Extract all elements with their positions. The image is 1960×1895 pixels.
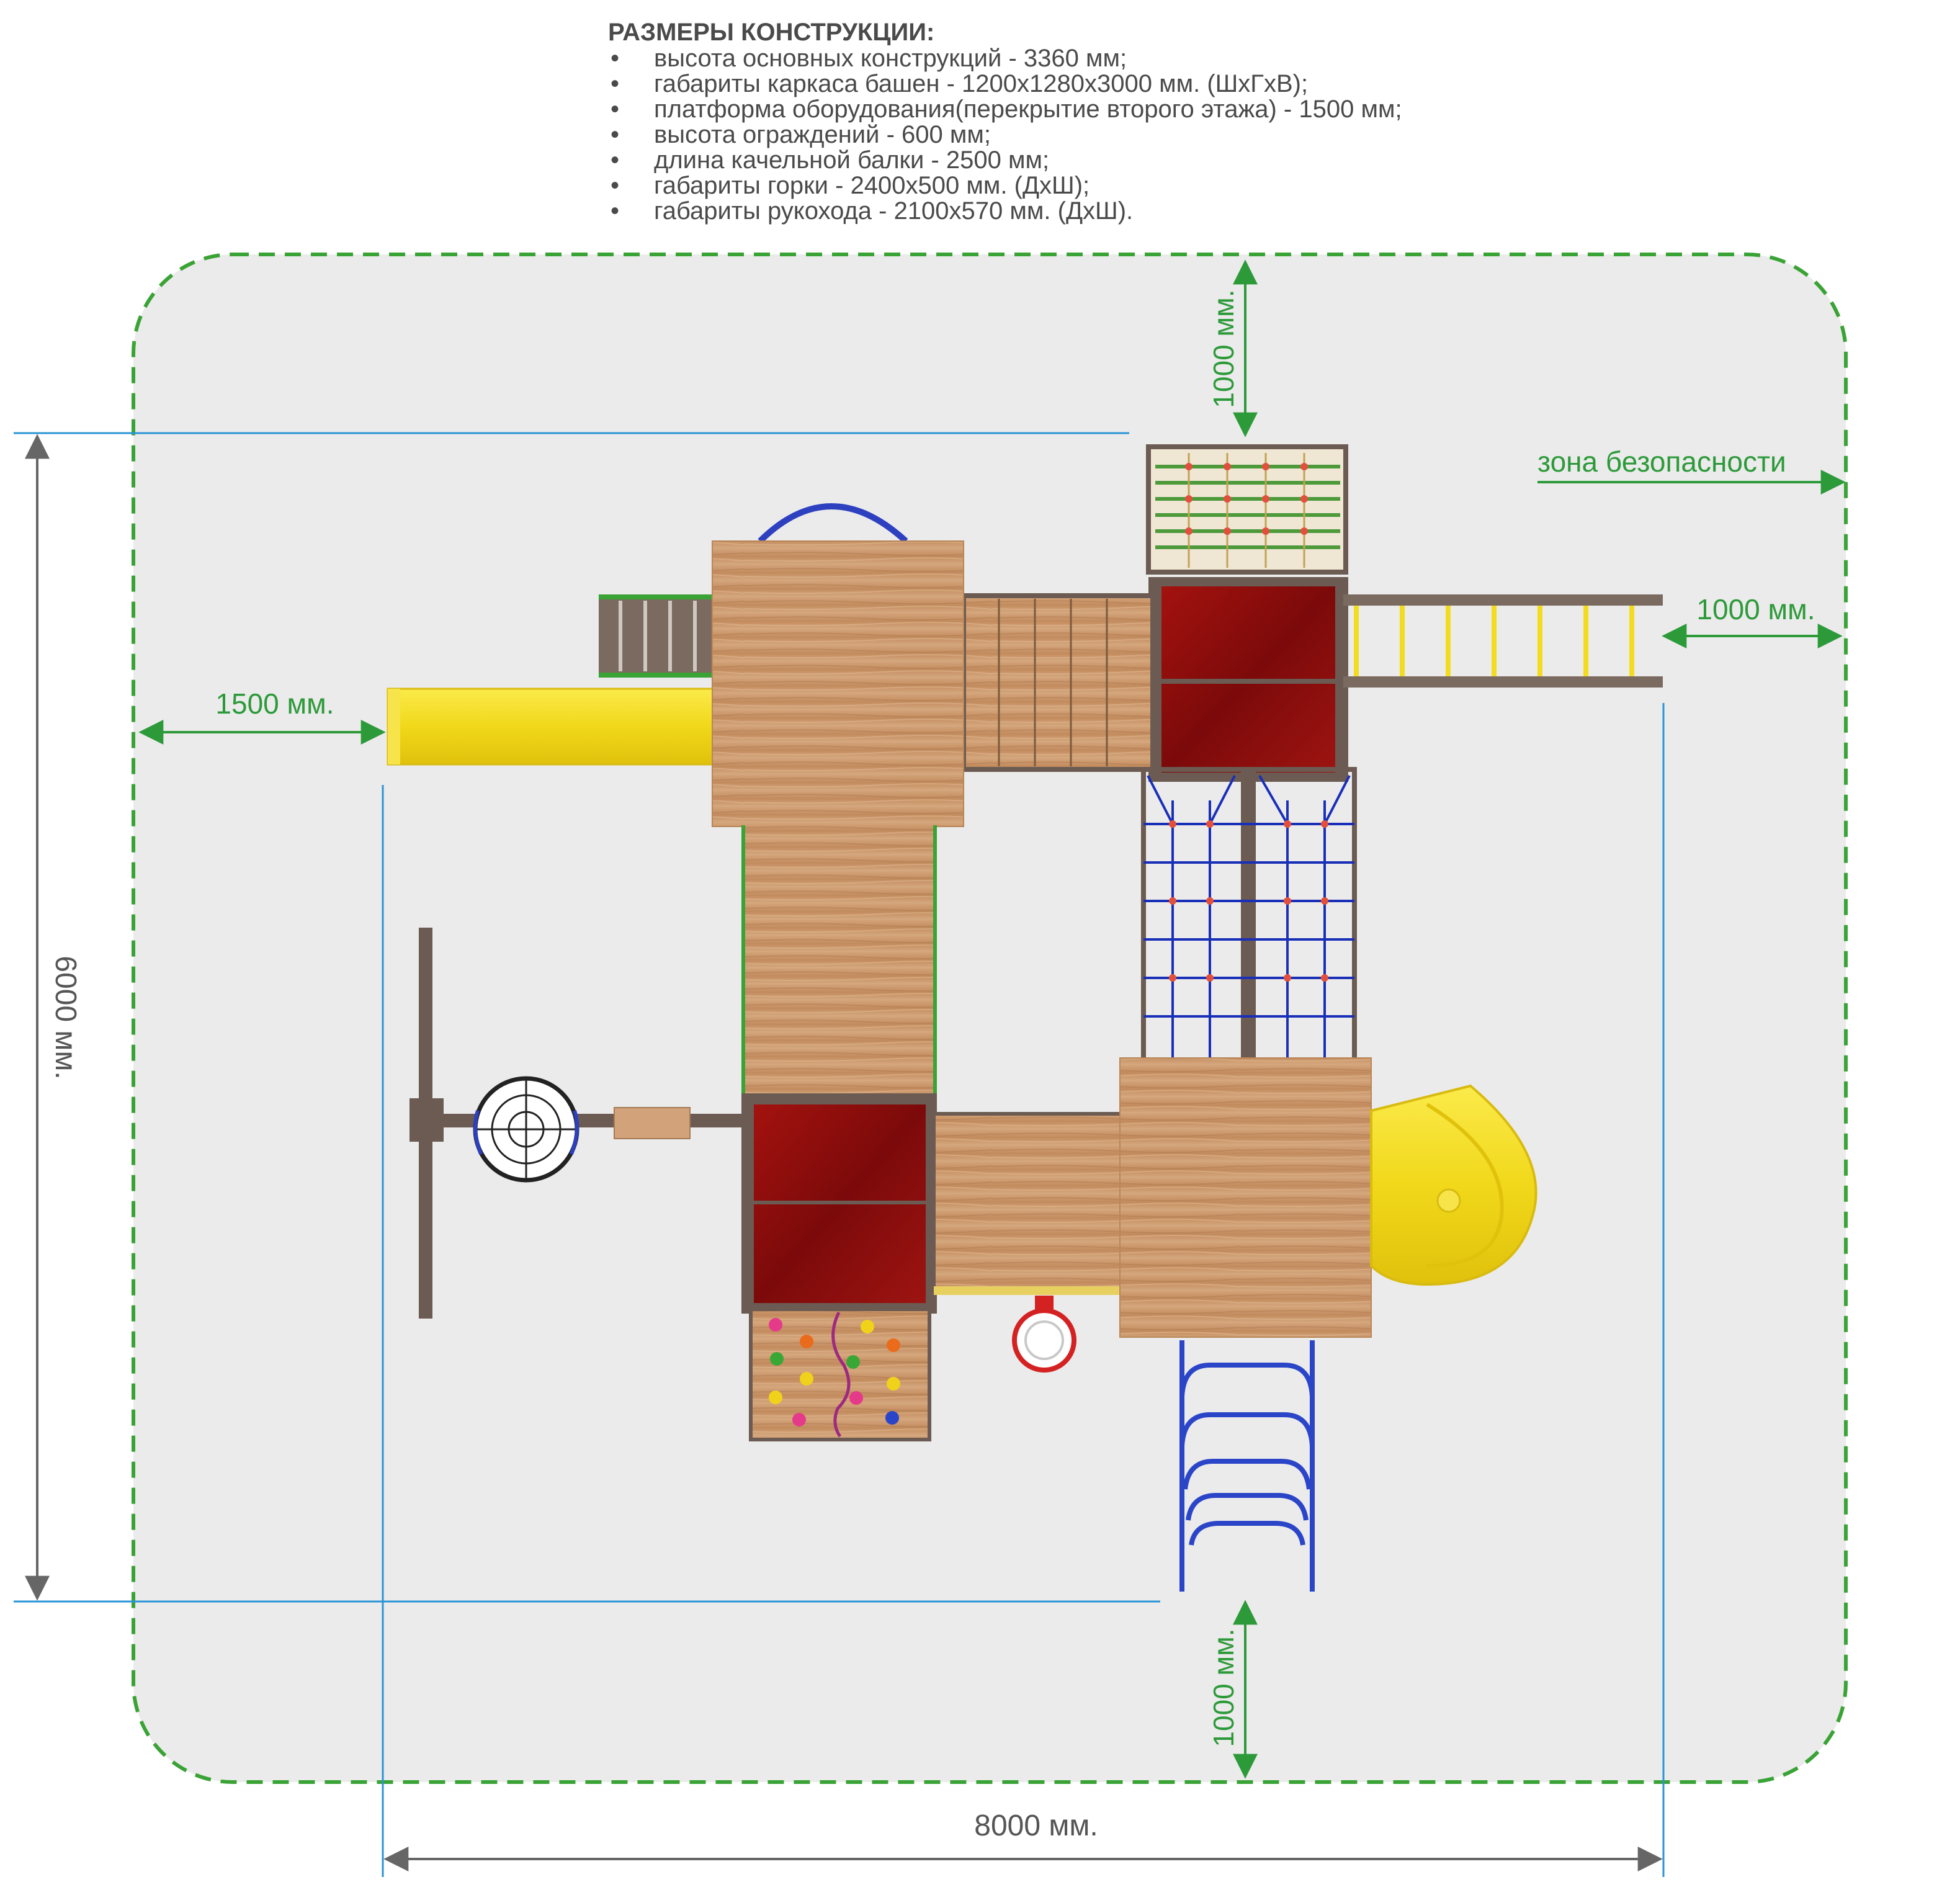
specifications-block: РАЗМЕРЫ КОНСТРУКЦИИ: высота основных кон… <box>608 19 1539 224</box>
net-panel <box>1146 444 1348 575</box>
bridge-top <box>961 593 1155 772</box>
specifications-list: высота основных конструкций - 3360 мм; г… <box>608 46 1539 225</box>
swing-seat <box>614 1107 691 1139</box>
tower-bottom-left <box>741 1093 937 1314</box>
spec-item: длина качельной балки - 2500 мм; <box>608 148 1539 174</box>
arched-ladder <box>1179 1340 1315 1592</box>
bridge-vertical <box>741 825 937 1093</box>
specifications-title: РАЗМЕРЫ КОНСТРУКЦИИ: <box>608 19 935 46</box>
spec-item: габариты горки - 2400х500 мм. (ДхШ); <box>608 173 1539 199</box>
spiral-slide <box>1370 1084 1537 1286</box>
overall-width-label: 8000 мм. <box>974 1809 1098 1842</box>
spec-item: высота основных конструкций - 3360 мм; <box>608 46 1539 72</box>
clearance-dimensions <box>138 259 1846 1779</box>
guide-lines <box>14 432 1665 1877</box>
spec-item: платформа оборудования(перекрытие второг… <box>608 97 1539 123</box>
straight-slide <box>387 688 715 766</box>
overall-height-label: 6000 мм. <box>49 956 82 1079</box>
basketball-hoop <box>1012 1296 1076 1373</box>
right-clearance-label: 1000 мм. <box>1696 593 1815 625</box>
spec-item: габариты каркаса башен - 1200х1280х3000 … <box>608 71 1539 97</box>
step-ladder <box>599 594 714 678</box>
tower-top-right <box>1148 577 1348 782</box>
spec-item: высота ограждений - 600 мм; <box>608 122 1539 148</box>
bridge-bottom <box>932 1112 1125 1295</box>
safety-zone <box>132 253 1848 1784</box>
top-clearance-label: 1000 мм. <box>1207 289 1240 408</box>
overall-dimensions <box>25 434 1663 1871</box>
tower-bottom-right-roof <box>1119 1057 1372 1338</box>
spec-item: габариты рукохода - 2100х570 мм. (ДхШ). <box>608 199 1539 225</box>
nest-swing <box>473 1076 579 1183</box>
tower-top-left-roof <box>712 540 964 827</box>
bottom-clearance-label: 1000 мм. <box>1207 1628 1240 1747</box>
horizontal-ladder-right <box>1343 594 1663 688</box>
swing-beam <box>409 928 745 1319</box>
climbing-wall <box>749 1307 931 1441</box>
arch-bar <box>758 503 908 544</box>
safety-zone-label: зона безопасности <box>1537 446 1786 478</box>
left-clearance-label: 1500 мм. <box>215 688 334 720</box>
